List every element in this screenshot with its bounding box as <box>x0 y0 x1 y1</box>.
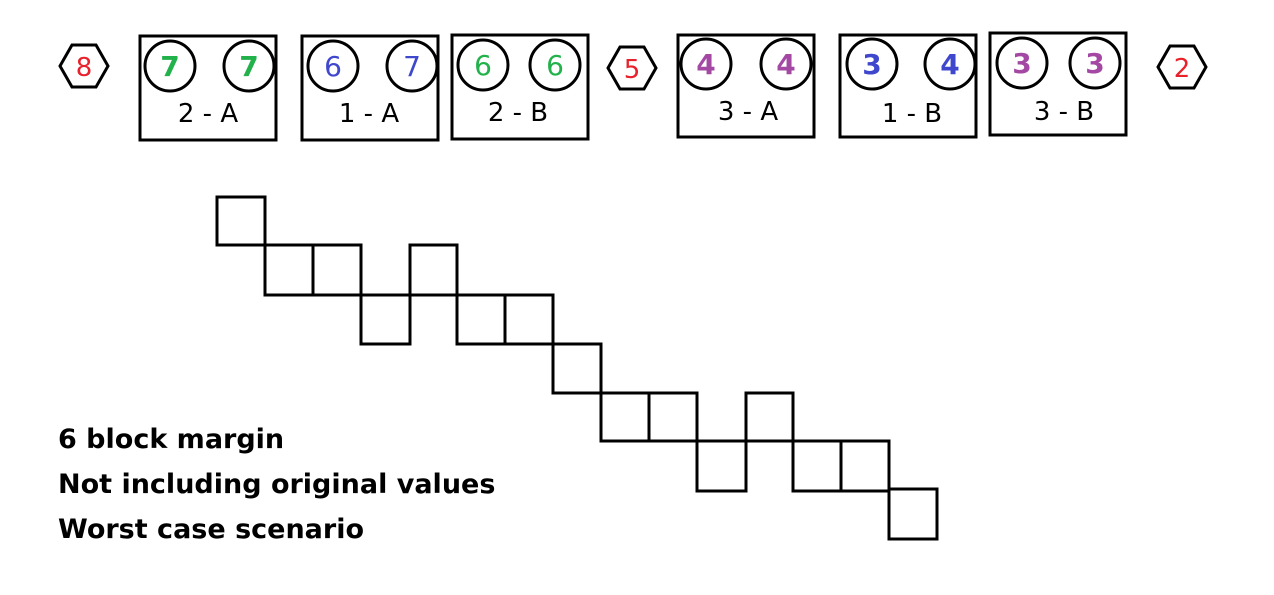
group-box-3a: 4 4 3 - A <box>676 33 816 139</box>
block <box>647 391 699 443</box>
block <box>551 342 603 395</box>
group-label: 3 - B <box>1034 97 1094 127</box>
circle-value-left: 7 <box>160 50 179 83</box>
note-original-values: Not including original values <box>58 469 496 500</box>
circle-value-left: 3 <box>862 48 881 81</box>
block <box>839 439 891 493</box>
note-margin: 6 block margin <box>58 424 285 455</box>
circle-value-right: 3 <box>1085 47 1104 80</box>
group-label: 2 - A <box>178 99 238 129</box>
circle-value-right: 7 <box>239 50 258 83</box>
hexagon-marker-8: 8 <box>58 43 110 89</box>
block <box>791 439 843 493</box>
hexagon-marker-5: 5 <box>606 45 658 91</box>
circle-value-left: 6 <box>324 50 342 83</box>
block <box>263 243 315 297</box>
circle-value-left: 4 <box>696 48 715 81</box>
group-label: 1 - A <box>339 99 399 129</box>
circle-value-right: 7 <box>403 50 421 83</box>
hexagon-marker-2: 2 <box>1156 44 1208 90</box>
group-box-1b: 3 4 1 - B <box>838 33 978 139</box>
block <box>887 487 939 541</box>
circle-value-right: 4 <box>940 48 959 81</box>
block-staircase <box>215 195 939 541</box>
group-box-3b: 3 3 3 - B <box>988 31 1128 137</box>
block <box>408 243 459 297</box>
hexagon-label: 2 <box>1174 54 1191 84</box>
block <box>455 293 507 346</box>
group-label: 2 - B <box>488 98 548 128</box>
block <box>503 293 555 346</box>
group-box-2b: 6 6 2 - B <box>450 33 590 141</box>
group-label: 3 - A <box>718 97 778 127</box>
block <box>359 293 412 346</box>
hexagon-label: 8 <box>76 53 93 83</box>
circle-value-right: 4 <box>776 48 795 81</box>
circle-value-left: 6 <box>474 49 492 82</box>
block <box>744 391 795 443</box>
circle-value-right: 6 <box>546 49 564 82</box>
group-box-2a: 7 7 2 - A <box>138 34 278 142</box>
block <box>695 439 748 493</box>
group-label: 1 - B <box>882 99 942 129</box>
group-box-1a: 6 7 1 - A <box>300 34 440 142</box>
block <box>215 195 267 247</box>
notes: 6 block margin Not including original va… <box>58 417 495 552</box>
hexagon-label: 5 <box>624 55 641 85</box>
note-worst-case: Worst case scenario <box>58 514 365 545</box>
block <box>311 243 363 297</box>
circle-value-left: 3 <box>1012 47 1031 80</box>
block <box>599 391 651 443</box>
